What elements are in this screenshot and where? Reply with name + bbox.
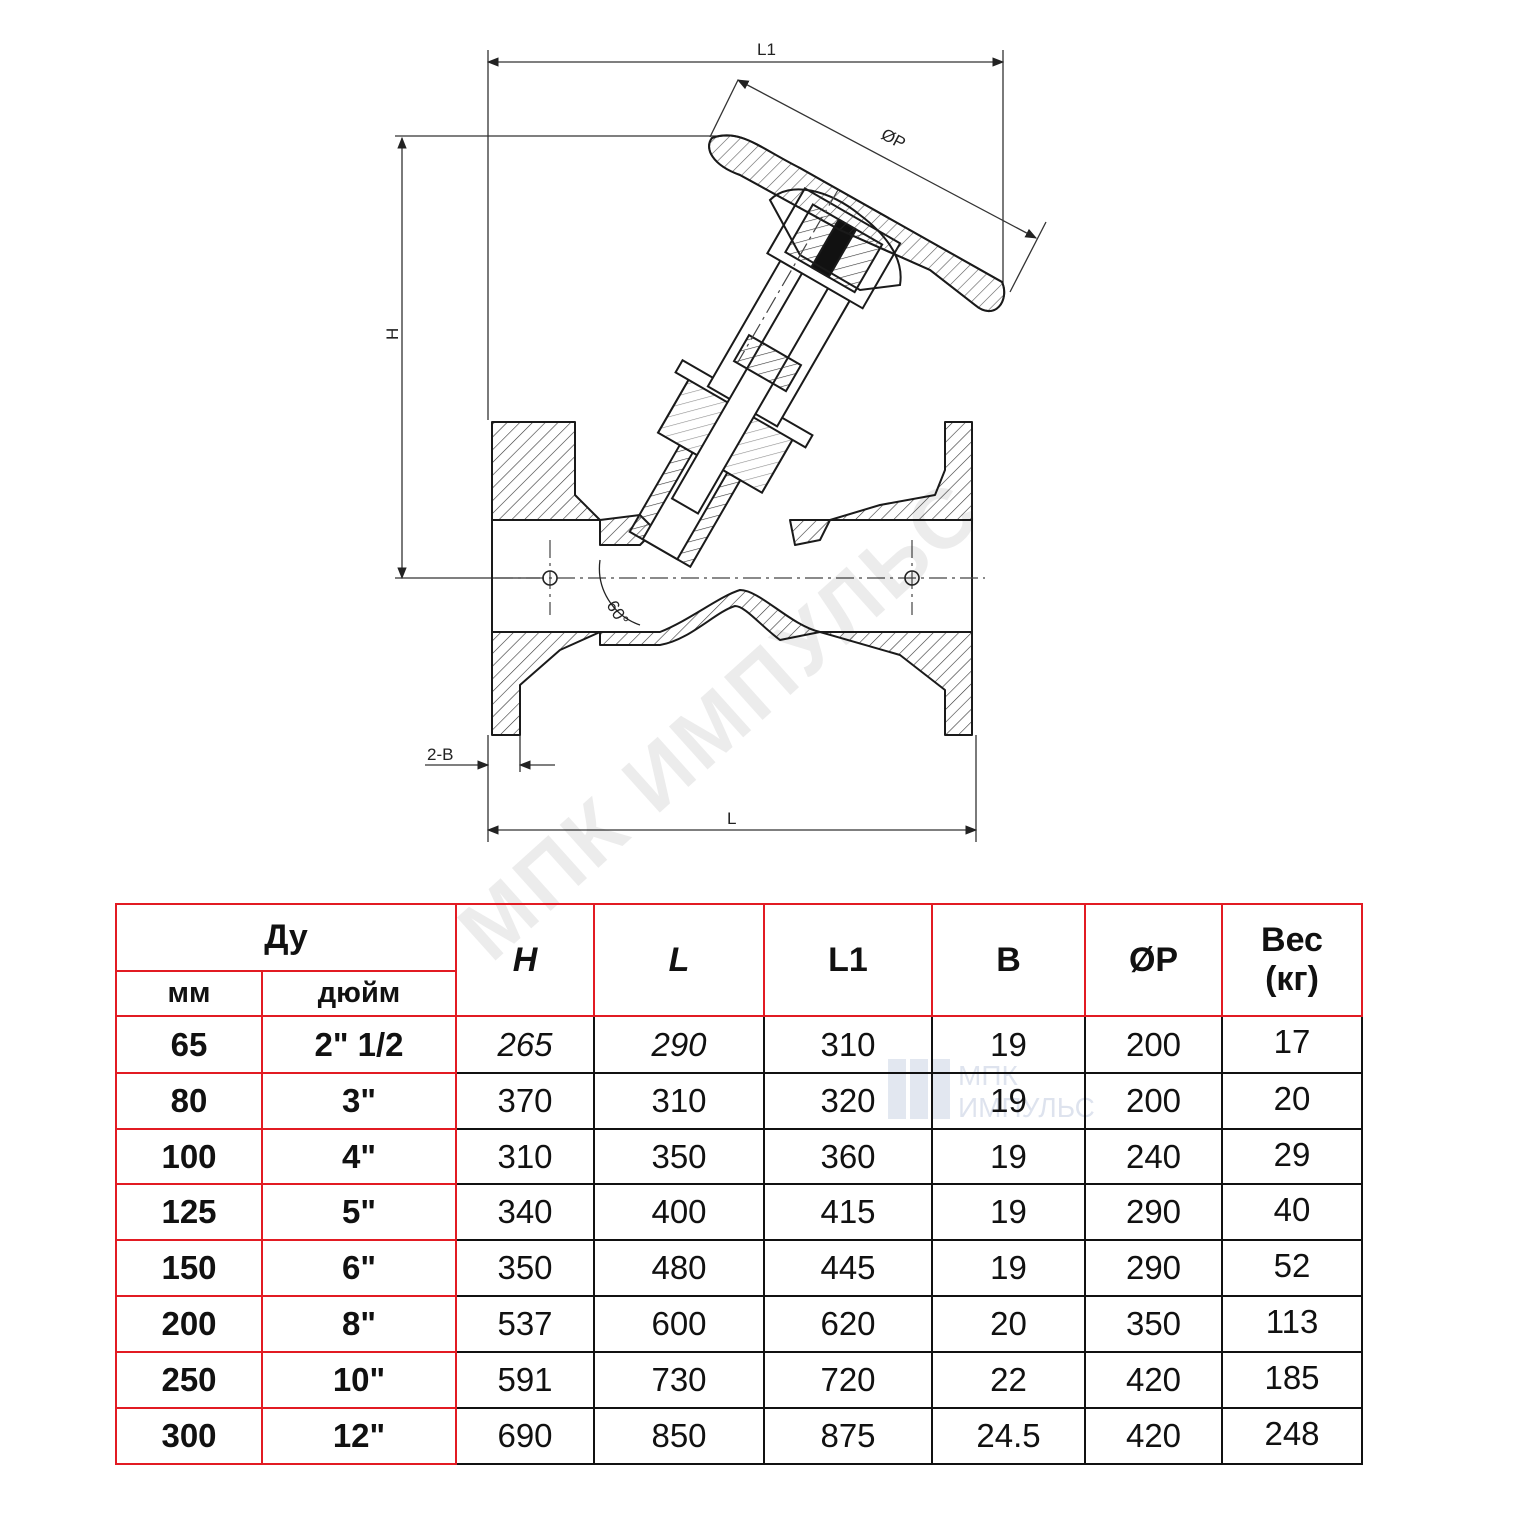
- cell-b: 19: [931, 1183, 1086, 1241]
- cell-dn-mm: 300: [115, 1407, 263, 1465]
- cell-b: 20: [931, 1295, 1086, 1353]
- cell-l1: 720: [763, 1351, 933, 1409]
- label-2b: 2-B: [427, 745, 453, 764]
- cell-dn-inch: 10": [261, 1351, 457, 1409]
- cell-weight: 29: [1221, 1128, 1363, 1185]
- cell-b: 19: [931, 1072, 1086, 1130]
- cell-dn-mm: 150: [115, 1239, 263, 1297]
- valve-drawing: L1 H L 2-B ØP 60°: [383, 40, 1047, 842]
- cell-p: 350: [1084, 1295, 1223, 1353]
- dimension-lines: [395, 50, 1047, 842]
- cell-l: 310: [593, 1072, 765, 1130]
- cell-l1: 415: [763, 1183, 933, 1241]
- cell-weight: 17: [1221, 1015, 1363, 1074]
- cell-weight: 40: [1221, 1183, 1363, 1241]
- cell-l: 850: [593, 1407, 765, 1465]
- cell-p: 290: [1084, 1183, 1223, 1241]
- cell-b: 19: [931, 1128, 1086, 1185]
- cell-p: 290: [1084, 1239, 1223, 1297]
- header-du: Ду: [115, 903, 457, 972]
- header-mm: мм: [115, 970, 263, 1017]
- angle-arc: [598, 559, 641, 626]
- bolt-hole-right: [904, 570, 920, 586]
- header-inch: дюйм: [261, 970, 457, 1017]
- cell-b: 24.5: [931, 1407, 1086, 1465]
- cell-l1: 620: [763, 1295, 933, 1353]
- cell-p: 200: [1084, 1015, 1223, 1074]
- cell-l1: 875: [763, 1407, 933, 1465]
- cell-b: 19: [931, 1239, 1086, 1297]
- cell-l: 730: [593, 1351, 765, 1409]
- centre-lines: [495, 189, 985, 615]
- header-p: ØP: [1084, 903, 1223, 1017]
- cell-p: 240: [1084, 1128, 1223, 1185]
- cell-h: 690: [455, 1407, 595, 1465]
- cell-dn-mm: 125: [115, 1183, 263, 1241]
- header-weight-line2: (кг): [1265, 960, 1319, 998]
- cell-dn-inch: 2" 1/2: [261, 1015, 457, 1074]
- cell-dn-inch: 6": [261, 1239, 457, 1297]
- cell-l: 290: [593, 1015, 765, 1074]
- bolt-hole-left: [542, 570, 558, 586]
- header-h: H: [455, 903, 595, 1017]
- cell-l1: 360: [763, 1128, 933, 1185]
- cell-l: 480: [593, 1239, 765, 1297]
- cell-h: 340: [455, 1183, 595, 1241]
- cell-h: 537: [455, 1295, 595, 1353]
- cell-l1: 320: [763, 1072, 933, 1130]
- cell-h: 591: [455, 1351, 595, 1409]
- cell-dn-inch: 12": [261, 1407, 457, 1465]
- cell-h: 310: [455, 1128, 595, 1185]
- cell-p: 420: [1084, 1351, 1223, 1409]
- cell-dn-inch: 5": [261, 1183, 457, 1241]
- cell-weight: 20: [1221, 1072, 1363, 1130]
- header-weight: Вес (кг): [1221, 903, 1363, 1017]
- cell-b: 22: [931, 1351, 1086, 1409]
- label-h: H: [383, 328, 402, 340]
- cell-b: 19: [931, 1015, 1086, 1074]
- cell-dn-inch: 4": [261, 1128, 457, 1185]
- cell-dn-mm: 250: [115, 1351, 263, 1409]
- cell-l: 600: [593, 1295, 765, 1353]
- cell-p: 420: [1084, 1407, 1223, 1465]
- cell-h: 370: [455, 1072, 595, 1130]
- header-b: B: [931, 903, 1086, 1017]
- label-p: ØP: [878, 125, 909, 153]
- handwheel: [708, 134, 1006, 313]
- cell-dn-mm: 80: [115, 1072, 263, 1130]
- header-l1: L1: [763, 903, 933, 1017]
- cell-h: 265: [455, 1015, 595, 1074]
- bonnet-assembly: [628, 186, 902, 569]
- cell-weight: 185: [1221, 1351, 1363, 1409]
- cell-l1: 310: [763, 1015, 933, 1074]
- label-l1: L1: [757, 40, 776, 59]
- cell-dn-mm: 200: [115, 1295, 263, 1353]
- cell-dn-mm: 100: [115, 1128, 263, 1185]
- cell-weight: 113: [1221, 1295, 1363, 1353]
- label-angle: 60°: [603, 597, 633, 629]
- cell-weight: 52: [1221, 1239, 1363, 1297]
- header-weight-line1: Вес: [1261, 921, 1323, 959]
- cell-l: 400: [593, 1183, 765, 1241]
- cell-dn-inch: 3": [261, 1072, 457, 1130]
- label-l: L: [727, 809, 736, 828]
- cell-weight: 248: [1221, 1407, 1363, 1465]
- cell-dn-mm: 65: [115, 1015, 263, 1074]
- cell-l: 350: [593, 1128, 765, 1185]
- cell-l1: 445: [763, 1239, 933, 1297]
- cell-dn-inch: 8": [261, 1295, 457, 1353]
- header-l: L: [593, 903, 765, 1017]
- cell-h: 350: [455, 1239, 595, 1297]
- cell-p: 200: [1084, 1072, 1223, 1130]
